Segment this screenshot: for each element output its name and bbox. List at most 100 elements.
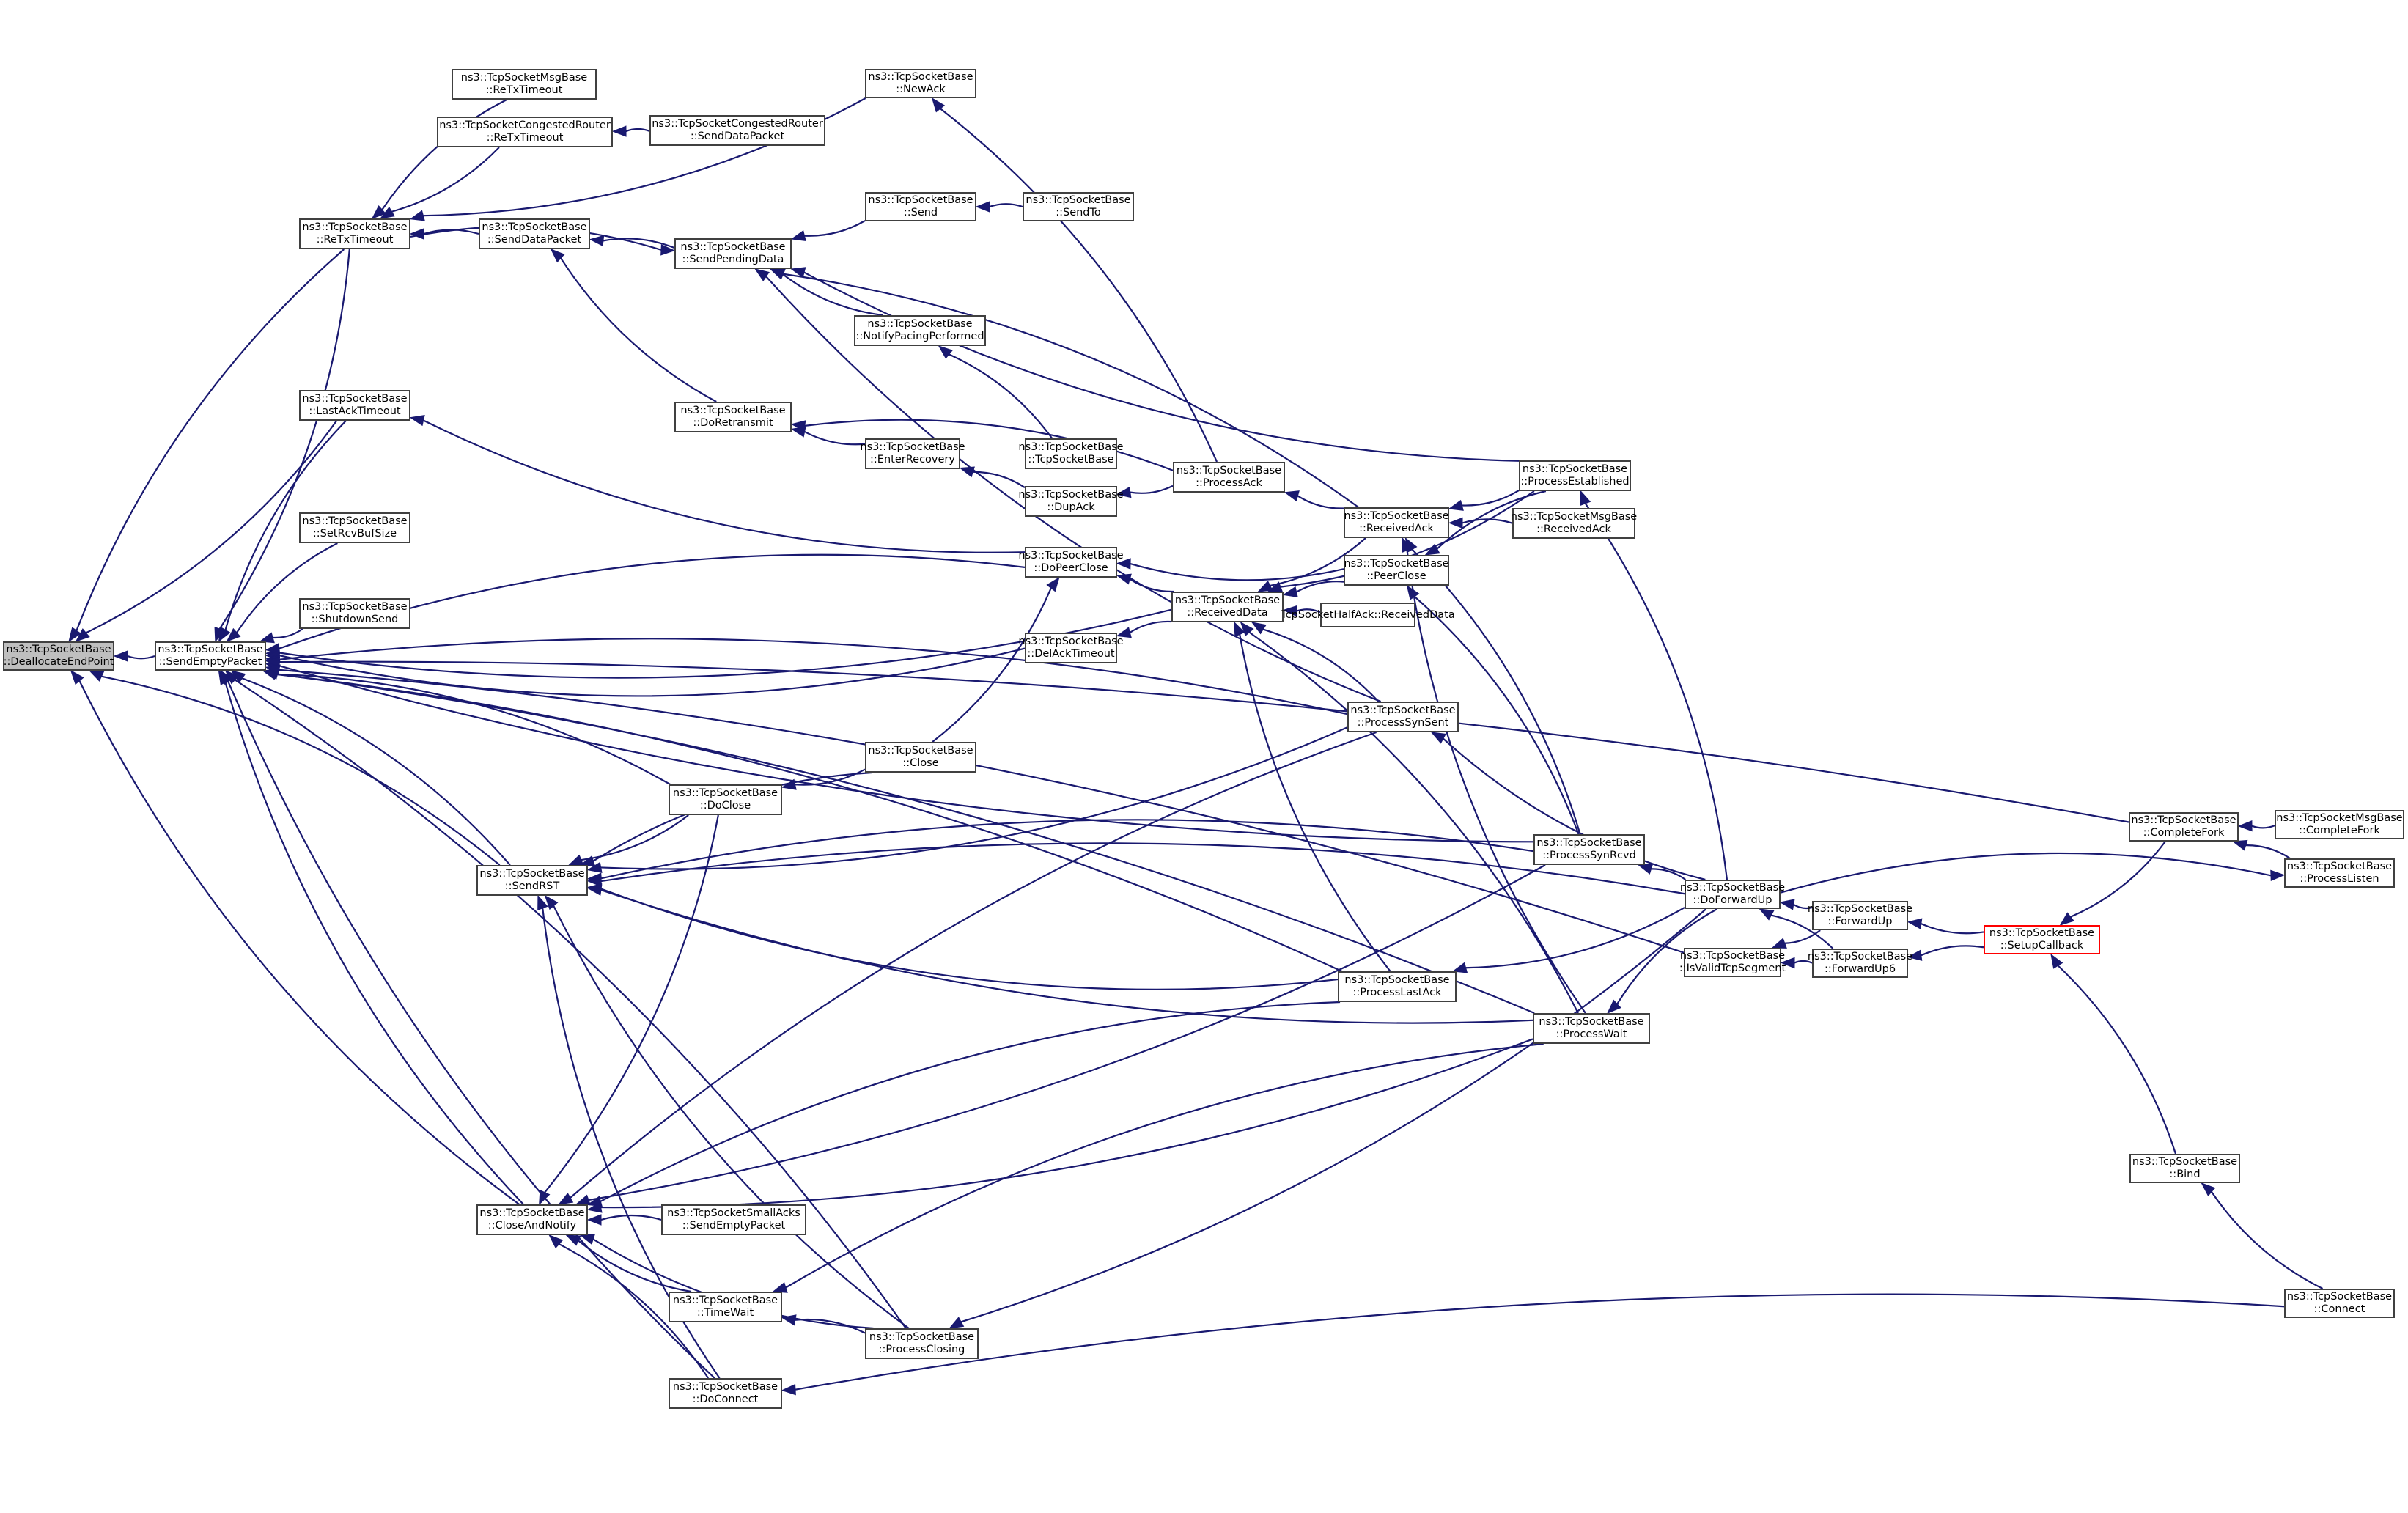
node-bind[interactable]: ns3::TcpSocketBase::Bind <box>2129 1154 2240 1183</box>
node-msg-re-tx-timeout[interactable]: ns3::TcpSocketMsgBase::ReTxTimeout <box>452 69 597 100</box>
arrowhead-icon <box>548 1234 564 1249</box>
node-send-data-packet[interactable]: ns3::TcpSocketBase::SendDataPacket <box>479 218 590 249</box>
node-send[interactable]: ns3::TcpSocketBase::Send <box>865 192 976 221</box>
node-label-method: ::NewAck <box>896 84 946 95</box>
node-close[interactable]: ns3::TcpSocketBase::Close <box>865 742 976 773</box>
edge-CRReTxTimeout-to-ReTxTimeout <box>391 147 500 213</box>
arrowhead-icon <box>1046 576 1060 592</box>
edge-SmallAcksSendEmptyPacket-to-CloseAndNotify <box>600 1214 662 1221</box>
node-complete-fork[interactable]: ns3::TcpSocketBase::CompleteFork <box>2129 812 2239 842</box>
edge-ProcessSynSent-to-ReceivedData <box>1262 628 1380 702</box>
node-process-listen[interactable]: ns3::TcpSocketBase::ProcessListen <box>2284 858 2395 888</box>
node-msg-complete-fork[interactable]: ns3::TcpSocketMsgBase::CompleteFork <box>2275 810 2404 839</box>
arrowhead-icon <box>1116 627 1132 638</box>
arrowhead-icon <box>224 670 240 685</box>
node-notify-pacing-performed[interactable]: ns3::TcpSocketBase::NotifyPacingPerforme… <box>854 315 986 346</box>
arrowhead-icon <box>1116 573 1132 585</box>
node-label-method: ::DoClose <box>699 800 751 811</box>
node-forward-up6[interactable]: ns3::TcpSocketBase::ForwardUp6 <box>1808 949 1912 978</box>
arrowhead-icon <box>70 669 84 685</box>
node-new-ack[interactable]: ns3::TcpSocketBase::NewAck <box>865 69 976 98</box>
node-label-class: ns3::TcpSocketCongestedRouter <box>652 118 823 130</box>
node-tcp-socket-base-ctor[interactable]: ns3::TcpSocketBase::TcpSocketBase <box>1018 438 1124 469</box>
edge-DoForwardUp-to-ProcessSynSent <box>1443 737 1706 881</box>
edge-SetRcvBufSize-to-SendEmptyPacket <box>236 542 338 633</box>
node-process-closing[interactable]: ns3::TcpSocketBase::ProcessClosing <box>865 1328 979 1359</box>
arrowhead-icon <box>586 861 603 873</box>
node-label-class: ns3::TcpSocketBase <box>1522 463 1628 475</box>
arrowhead-icon <box>1116 558 1131 570</box>
edge-Bind-to-SetupCallback <box>2057 965 2177 1155</box>
node-do-connect[interactable]: ns3::TcpSocketBase::DoConnect <box>669 1378 782 1409</box>
arrowhead-icon <box>1282 605 1297 617</box>
node-re-tx-timeout[interactable]: ns3::TcpSocketBase::ReTxTimeout <box>299 218 410 249</box>
node-do-forward-up[interactable]: ns3::TcpSocketBase::DoForwardUp <box>1680 880 1785 909</box>
node-label-class: ns3::TcpSocketBase <box>1174 594 1281 606</box>
edge-DoForwardUp-to-ProcessListen <box>1780 852 2272 894</box>
arrowhead-icon <box>589 235 605 247</box>
node-dup-ack[interactable]: ns3::TcpSocketBase::DupAck <box>1018 486 1124 517</box>
node-process-syn-sent[interactable]: ns3::TcpSocketBase::ProcessSynSent <box>1347 702 1459 732</box>
node-setup-callback[interactable]: ns3::TcpSocketBase::SetupCallback <box>1984 925 2100 954</box>
node-is-valid-tcp-segment[interactable]: ns3::TcpSocketBase::IsValidTcpSegment <box>1679 948 1786 977</box>
node-process-last-ack[interactable]: ns3::TcpSocketBase::ProcessLastAck <box>1338 971 1457 1002</box>
node-crre-tx-timeout[interactable]: ns3::TcpSocketCongestedRouter::ReTxTimeo… <box>437 117 613 147</box>
node-label-class: ns3::TcpSocketBase <box>868 745 973 756</box>
node-process-syn-rcvd[interactable]: ns3::TcpSocketBase::ProcessSynRcvd <box>1533 834 1645 865</box>
node-do-close[interactable]: ns3::TcpSocketBase::DoClose <box>669 784 782 815</box>
node-label-class: ns3::TcpSocketBase <box>1026 194 1131 206</box>
node-small-acks-send-empty-packet[interactable]: ns3::TcpSocketSmallAcks::SendEmptyPacket <box>661 1204 806 1235</box>
node-label-class: ns3::TcpSocketBase <box>2132 1156 2238 1168</box>
node-connect[interactable]: ns3::TcpSocketBase::Connect <box>2284 1289 2395 1318</box>
edge-DoForwardUp-to-ProcessEstablished <box>1584 503 1728 880</box>
node-do-retransmit[interactable]: ns3::TcpSocketBase::DoRetransmit <box>674 402 792 432</box>
arrowhead-icon <box>790 267 806 279</box>
node-msg-received-ack[interactable]: ns3::TcpSocketMsgBase::ReceivedAck <box>1511 508 1637 539</box>
node-peer-close[interactable]: ns3::TcpSocketBase::PeerClose <box>1344 555 1449 586</box>
node-process-wait[interactable]: ns3::TcpSocketBase::ProcessWait <box>1533 1013 1650 1044</box>
node-set-rcv-buf-size[interactable]: ns3::TcpSocketBase::SetRcvBufSize <box>299 512 410 543</box>
arrowhead-icon <box>575 1194 591 1206</box>
node-do-peer-close[interactable]: ns3::TcpSocketBase::DoPeerClose <box>1018 547 1124 578</box>
edges-layer <box>68 97 2324 1396</box>
arrowhead-icon <box>75 628 90 642</box>
arrowhead-icon <box>537 894 548 911</box>
edge-DoConnect-to-SendEmptyPacket <box>227 681 715 1379</box>
node-label-class: ns3::TcpSocketBase <box>672 787 778 799</box>
node-label-method: ::DoRetransmit <box>693 417 773 429</box>
node-enter-recovery[interactable]: ns3::TcpSocketBase::EnterRecovery <box>860 438 965 469</box>
node-process-ack[interactable]: ns3::TcpSocketBase::ProcessAck <box>1173 462 1285 493</box>
node-last-ack-timeout[interactable]: ns3::TcpSocketBase::LastAckTimeout <box>299 390 410 421</box>
node-received-ack[interactable]: ns3::TcpSocketBase::ReceivedAck <box>1344 507 1449 538</box>
edge-ProcessAck-to-DupAck <box>1130 485 1174 494</box>
node-process-established[interactable]: ns3::TcpSocketBase::ProcessEstablished <box>1519 460 1631 491</box>
node-close-and-notify[interactable]: ns3::TcpSocketBase::CloseAndNotify <box>476 1204 588 1235</box>
arrowhead-icon <box>409 210 425 221</box>
arrowhead-icon <box>938 345 953 359</box>
node-send-to[interactable]: ns3::TcpSocketBase::SendTo <box>1023 192 1134 221</box>
node-send-rst[interactable]: ns3::TcpSocketBase::SendRST <box>476 865 588 896</box>
node-shutdown-send[interactable]: ns3::TcpSocketBase::ShutdownSend <box>299 598 410 629</box>
node-crsend-data-packet[interactable]: ns3::TcpSocketCongestedRouter::SendDataP… <box>649 115 825 146</box>
edge-ReceivedAck-to-SendPendingData <box>783 273 1359 508</box>
edge-ProcessSynSent-to-SendRST <box>600 726 1348 870</box>
node-label-class: ns3::TcpSocketBase <box>1539 1016 1644 1028</box>
arrowhead-icon <box>1580 490 1591 507</box>
node-send-empty-packet[interactable]: ns3::TcpSocketBase::SendEmptyPacket <box>155 641 266 671</box>
node-label-method: ::ReceivedAck <box>1359 523 1434 534</box>
edge-PeerClose-to-DoPeerClose <box>1130 562 1344 581</box>
edge-DoRetransmit-to-SendDataPacket <box>560 257 717 402</box>
node-label-method: ::SendDataPacket <box>487 234 582 246</box>
node-label-class: ns3::TcpSocketBase <box>1679 882 1786 894</box>
node-forward-up[interactable]: ns3::TcpSocketBase::ForwardUp <box>1808 901 1912 930</box>
node-received-data[interactable]: ns3::TcpSocketBase::ReceivedData <box>1171 592 1284 622</box>
node-time-wait[interactable]: ns3::TcpSocketBase::TimeWait <box>669 1292 782 1322</box>
node-send-pending-data[interactable]: ns3::TcpSocketBase::SendPendingData <box>674 238 792 269</box>
node-label-method: ::Bind <box>2169 1168 2201 1180</box>
node-label-method: ::DoConnect <box>692 1394 759 1405</box>
arrowhead-icon <box>770 268 786 280</box>
node-half-ack-received-data[interactable]: TcpSocketHalfAck::ReceivedData <box>1281 603 1455 627</box>
edge-SetupCallback-to-ForwardUp <box>1921 923 1984 935</box>
edge-HalfAckReceivedData-to-ReceivedData <box>1296 608 1321 614</box>
node-del-ack-timeout[interactable]: ns3::TcpSocketBase::DelAckTimeout <box>1018 633 1124 663</box>
